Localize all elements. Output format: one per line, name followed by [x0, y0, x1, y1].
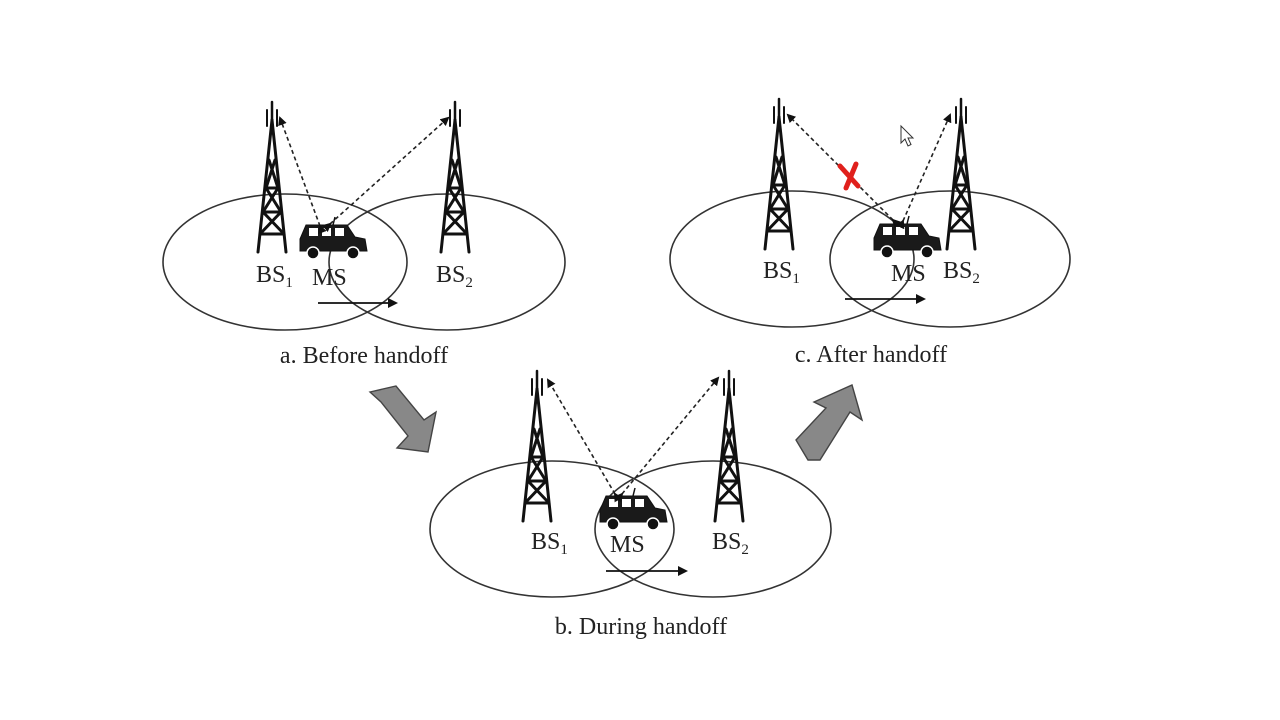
- bs1-label: BS1: [763, 258, 800, 287]
- ms-label: MS: [891, 261, 926, 287]
- car-icon: [299, 216, 368, 260]
- panel-before-handoff: BS1 MS BS2 a. Before handoff: [162, 100, 566, 369]
- caption-before-handoff: a. Before handoff: [280, 343, 448, 369]
- bs2-label: BS2: [436, 262, 473, 291]
- bs2-label: BS2: [712, 529, 749, 558]
- cell-tower-icon: [439, 100, 471, 254]
- panel-after-handoff: BS1 MS BS2 c. After handoff: [669, 97, 1071, 368]
- mouse-pointer-icon: [900, 124, 915, 147]
- ms-label: MS: [610, 532, 645, 558]
- link-ms-bs1: [546, 378, 623, 503]
- link-ms-bs1-broken: [786, 113, 902, 229]
- bs1-label: BS1: [531, 529, 568, 558]
- bs2-label: BS2: [943, 258, 980, 287]
- link-ms-bs2: [321, 116, 450, 233]
- link-ms-bs2: [896, 113, 952, 230]
- cell-tower-icon: [521, 369, 553, 523]
- flow-arrow-before-to-during: [368, 385, 438, 453]
- cell-tower-icon: [945, 97, 977, 251]
- red-x-icon: [837, 161, 861, 191]
- flow-arrow-during-to-after: [795, 384, 864, 461]
- cell-tower-icon: [763, 97, 795, 251]
- ms-label: MS: [312, 265, 347, 291]
- cell-tower-icon: [713, 369, 745, 523]
- panel-during-handoff: BS1 MS BS2 b. During handoff: [429, 369, 832, 640]
- link-ms-bs1: [278, 116, 327, 235]
- caption-after-handoff: c. After handoff: [795, 342, 947, 368]
- link-ms-bs2: [614, 376, 720, 503]
- bs1-label: BS1: [256, 262, 293, 291]
- caption-during-handoff: b. During handoff: [555, 614, 727, 640]
- car-icon: [873, 215, 942, 259]
